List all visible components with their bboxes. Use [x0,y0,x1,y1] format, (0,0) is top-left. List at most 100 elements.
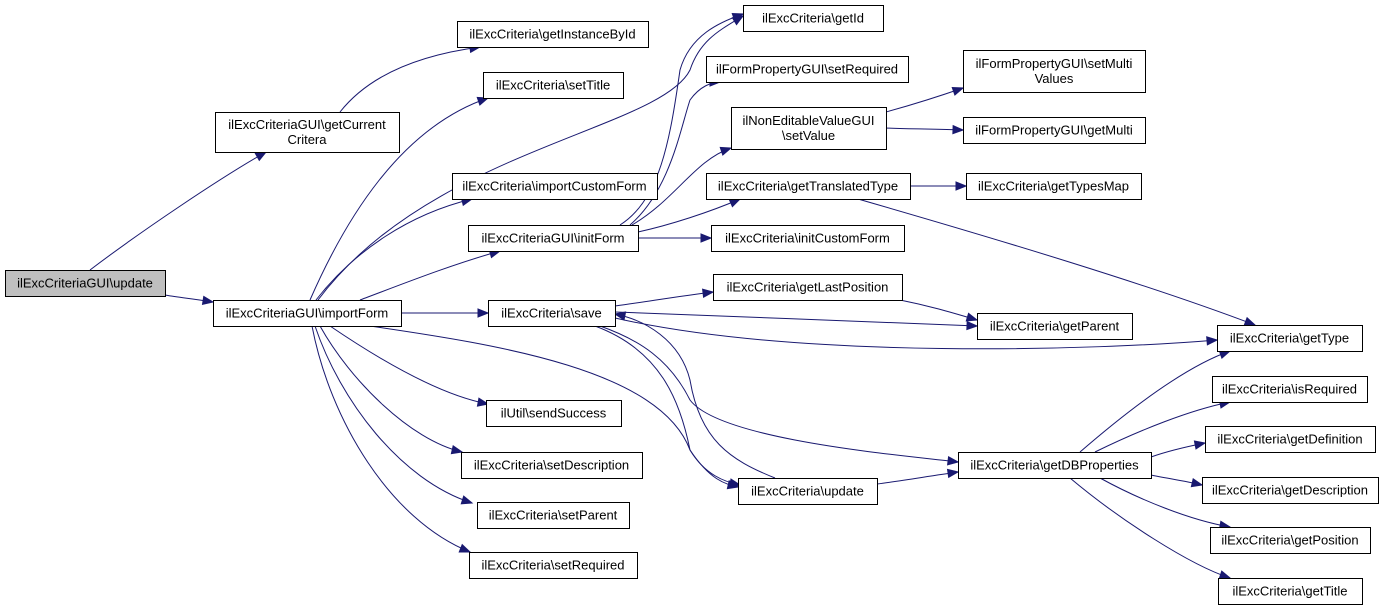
node-box [477,502,630,529]
node-getDBProperties[interactable]: ilExcCriteria\getDBProperties [958,452,1152,479]
node-label: ilExcCriteria\setDescription [474,458,629,473]
node-box [457,21,649,48]
node-sendSuccess[interactable]: ilUtil\sendSuccess [486,400,622,427]
edge-importForm-to-setRequired [311,325,472,553]
edge-nevSetValue-to-fpSetMultiValues [885,86,965,113]
node-box [738,478,878,505]
node-getId[interactable]: ilExcCriteria\getId [743,5,884,32]
node-initForm[interactable]: ilExcCriteriaGUI\initForm [468,225,639,252]
arrowhead-icon [460,495,474,505]
edge-line [317,15,744,301]
node-getTranslatedType[interactable]: ilExcCriteria\getTranslatedType [706,173,911,200]
edge-line [614,291,714,307]
node-label: ilExcCriteriaGUI\getCurrent [228,117,386,132]
arrowhead-icon [476,397,490,407]
node-box [213,300,402,327]
edge-line [857,198,1256,326]
edge-line [599,325,959,463]
node-getParent[interactable]: ilExcCriteria\getParent [977,313,1133,340]
edge-line [314,325,473,504]
node-label: ilExcCriteria\getParent [990,319,1120,334]
arrowhead-icon [1190,477,1204,488]
arrowhead-icon [477,308,490,318]
edge-root-to-importForm [164,294,215,306]
edge-nevSetValue-to-fpGetMulti [885,124,965,135]
node-box [1217,325,1363,352]
node-label: ilExcCriteria\getType [1230,331,1349,346]
node-label: ilFormPropertyGUI\getMulti [975,123,1133,138]
arrowhead-icon [731,12,745,22]
edge-line [1069,477,1231,579]
node-nevSetValue[interactable]: ilNonEditableValueGUI\setValue [731,107,887,150]
edge-getDBProperties-to-getDescription [1150,474,1204,488]
arrowhead-icon [728,478,742,488]
node-getDescription[interactable]: ilExcCriteria\getDescription [1202,477,1379,504]
node-box [1210,527,1371,554]
node-getDefinition[interactable]: ilExcCriteria\getDefinition [1205,426,1376,453]
node-box [706,173,911,200]
node-setDescription[interactable]: ilExcCriteria\setDescription [461,452,643,479]
edge-line [369,325,739,488]
node-label: ilExcCriteria\getPosition [1221,533,1358,548]
arrowhead-icon [1243,316,1257,326]
edge-importForm-to-setDescription [319,325,464,455]
node-setRequired[interactable]: ilExcCriteria\setRequired [469,552,638,579]
node-box [452,173,658,200]
node-label: ilFormPropertyGUI\setRequired [716,62,898,77]
node-box [1212,376,1368,403]
edge-importForm-to-getId [317,15,745,301]
node-update[interactable]: ilExcCriteria\update [738,478,878,505]
edge-line [631,147,732,226]
node-box [468,225,639,252]
node-label: ilExcCriteria\getDBProperties [970,458,1139,473]
arrowhead-icon [952,124,965,135]
node-getInstanceById[interactable]: ilExcCriteria\getInstanceById [457,21,649,48]
node-getPosition[interactable]: ilExcCriteria\getPosition [1210,527,1371,554]
arrowhead-icon [719,146,733,156]
node-label: ilExcCriteria\getTitle [1232,584,1347,599]
node-fpGetMulti[interactable]: ilFormPropertyGUI\getMulti [963,117,1146,144]
node-label: ilExcCriteriaGUI\importForm [226,306,389,321]
arrowhead-icon [702,288,715,298]
edge-importForm-to-sendSuccess [329,325,490,407]
edge-importForm-to-initForm [359,249,502,301]
node-setParent[interactable]: ilExcCriteria\setParent [477,502,630,529]
edge-line [339,46,481,113]
node-label: ilNonEditableValueGUI [743,113,875,128]
node-save[interactable]: ilExcCriteria\save [488,300,616,327]
node-label: ilExcCriteria\save [501,306,601,321]
arrowhead-icon [476,96,490,106]
edge-update-to-save [613,311,776,479]
node-importCustomForm[interactable]: ilExcCriteria\importCustomForm [452,173,658,200]
edge-getCurrentCritera-to-getInstanceById [339,43,482,113]
edge-line [885,87,964,113]
node-getTypesMap[interactable]: ilExcCriteria\getTypesMap [966,173,1142,200]
node-setTitle[interactable]: ilExcCriteria\setTitle [483,72,624,99]
edge-save-to-getLastPosition [614,288,715,307]
arrowhead-icon [1218,570,1232,580]
edge-save-to-getParent [614,311,979,331]
node-initCustomForm[interactable]: ilExcCriteria\initCustomForm [711,225,905,252]
node-label: ilExcCriteria\importCustomForm [462,179,646,194]
node-getLastPosition[interactable]: ilExcCriteria\getLastPosition [713,274,903,301]
node-getTitle[interactable]: ilExcCriteria\getTitle [1218,578,1363,605]
edge-save-to-getDBProperties [599,325,960,466]
edge-root-to-getCurrentCritera [89,151,268,271]
edge-save-to-getType [614,317,1219,350]
arrowhead-icon [951,86,965,96]
node-box [488,300,616,327]
node-box [711,225,905,252]
edge-line [637,198,741,233]
node-fpSetRequired[interactable]: ilFormPropertyGUI\setRequired [706,56,909,83]
arrowhead-icon [201,295,215,306]
node-label: ilExcCriteria\isRequired [1222,382,1357,397]
node-importForm[interactable]: ilExcCriteriaGUI\importForm [213,300,402,327]
node-box [958,452,1152,479]
node-label: ilExcCriteria\getTypesMap [978,179,1129,194]
node-isRequired[interactable]: ilExcCriteria\isRequired [1212,376,1368,403]
node-root[interactable]: ilExcCriteriaGUI\update [5,270,166,297]
node-getType[interactable]: ilExcCriteria\getType [1217,325,1363,352]
